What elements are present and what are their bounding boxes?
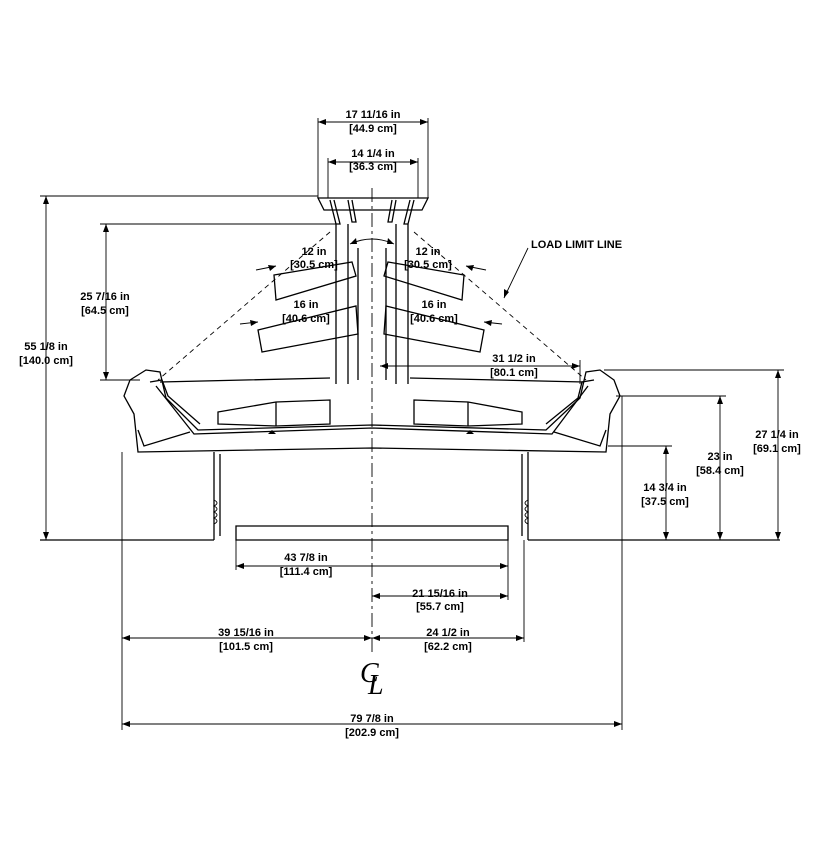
dimension-lines	[40, 118, 784, 730]
dim-top-inner-imperial: 14 1/4 in	[351, 148, 395, 160]
dim-height-23-imperial: 23 in	[707, 451, 732, 463]
load-limit-line-right	[413, 231, 587, 381]
dim-width-39-imperial: 39 15/16 in	[218, 627, 274, 639]
dim-overall-width-metric: [202.9 cm]	[345, 727, 399, 739]
dim-height-23-metric: [58.4 cm]	[696, 465, 744, 477]
dim-left-12-metric: [30.5 cm]	[290, 259, 338, 271]
dim-right-16-metric: [40.6 cm]	[410, 313, 458, 325]
dim-width-24-imperial: 24 1/2 in	[426, 627, 470, 639]
dim-radius-31-metric: [80.1 cm]	[490, 367, 538, 379]
dim-height-55-metric: [140.0 cm]	[19, 355, 73, 367]
dim-width-21-metric: [55.7 cm]	[416, 601, 464, 613]
dim-width-24-metric: [62.2 cm]	[424, 641, 472, 653]
dim-height-55-imperial: 55 1/8 in	[24, 341, 68, 353]
load-limit-line-left	[157, 231, 331, 381]
dim-height-27-metric: [69.1 cm]	[753, 443, 801, 455]
dim-width-21-imperial: 21 15/16 in	[412, 588, 468, 600]
dim-height-25-imperial: 25 7/16 in	[80, 291, 130, 303]
dim-radius-31-imperial: 31 1/2 in	[492, 353, 536, 365]
dim-height-14-metric: [37.5 cm]	[641, 496, 689, 508]
dim-height-27-imperial: 27 1/4 in	[755, 429, 799, 441]
dim-left-12-imperial: 12 in	[301, 246, 326, 258]
dim-overall-width-imperial: 79 7/8 in	[350, 713, 394, 725]
dim-width-39-metric: [101.5 cm]	[219, 641, 273, 653]
load-limit-line-label: LOAD LIMIT LINE	[531, 239, 622, 251]
dimension-labels: 17 11/16 in [44.9 cm] 14 1/4 in [36.3 cm…	[19, 109, 801, 739]
dim-height-14-imperial: 14 3/4 in	[643, 482, 687, 494]
dim-right-12-metric: [30.5 cm]	[404, 259, 452, 271]
dim-height-25-metric: [64.5 cm]	[81, 305, 129, 317]
centerline-symbol-l: L	[367, 670, 384, 701]
dim-top-inner-metric: [36.3 cm]	[349, 161, 397, 173]
dim-width-43-metric: [111.4 cm]	[280, 566, 333, 578]
dim-width-43-imperial: 43 7/8 in	[284, 552, 328, 564]
centerline-symbol-c: C	[360, 658, 379, 689]
dim-right-16-imperial: 16 in	[421, 299, 446, 311]
equipment-body	[40, 197, 780, 541]
dim-left-16-metric: [40.6 cm]	[282, 313, 330, 325]
centerline-symbol: C L	[360, 658, 384, 701]
dim-right-12-imperial: 12 in	[415, 246, 440, 258]
dim-top-outer-imperial: 17 11/16 in	[345, 109, 400, 121]
dim-left-16-imperial: 16 in	[293, 299, 318, 311]
dim-top-outer-metric: [44.9 cm]	[349, 123, 397, 135]
